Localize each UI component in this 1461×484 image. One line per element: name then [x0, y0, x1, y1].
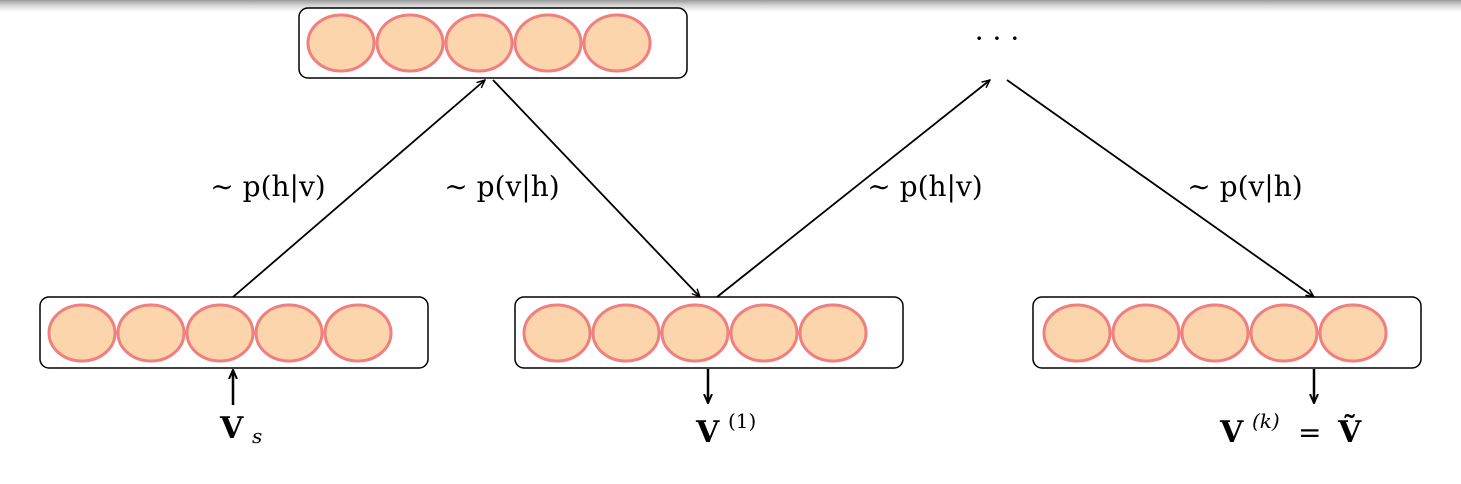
- layer-unit: [513, 13, 583, 73]
- edge-label-down-1: ∼ p(v|h): [444, 170, 559, 203]
- label-vs: V s: [219, 411, 262, 448]
- visible-layer-v1: [514, 296, 904, 369]
- edge-up-2: [716, 80, 990, 298]
- layer-unit: [375, 13, 445, 73]
- visible-layer-v1-units: [522, 303, 868, 363]
- layer-unit: [729, 303, 799, 363]
- layer-unit: [306, 13, 376, 73]
- layer-unit: [522, 303, 592, 363]
- layer-unit: [798, 303, 868, 363]
- layer-unit: [1111, 303, 1181, 363]
- layer-unit: [582, 13, 652, 73]
- layer-unit: [660, 303, 730, 363]
- layer-unit: [47, 303, 117, 363]
- edge-up-1: [232, 80, 485, 298]
- hidden-layer-1-units: [306, 13, 652, 73]
- edge-label-down-2: ∼ p(v|h): [1187, 170, 1302, 203]
- layer-unit: [444, 13, 514, 73]
- layer-unit: [1318, 303, 1388, 363]
- layer-unit: [1042, 303, 1112, 363]
- layer-unit: [591, 303, 661, 363]
- layer-unit: [116, 303, 186, 363]
- layer-unit: [323, 303, 393, 363]
- label-v1-main: V: [695, 415, 720, 450]
- label-vk-sup: (k): [1252, 409, 1280, 433]
- label-v1-sup: (1): [728, 409, 756, 433]
- label-vk-equals: =: [1298, 416, 1321, 449]
- visible-layer-vk-units: [1042, 303, 1388, 363]
- label-vs-sub: s: [252, 424, 262, 448]
- label-v1: V (1): [695, 409, 756, 450]
- edge-label-up-1: ∼ p(h|v): [210, 170, 325, 203]
- layer-unit: [1249, 303, 1319, 363]
- layer-unit: [254, 303, 324, 363]
- visible-layer-vs-units: [47, 303, 393, 363]
- edge-label-up-2: ∼ p(h|v): [867, 170, 982, 203]
- visible-layer-vs: [39, 296, 429, 369]
- layer-unit: [1180, 303, 1250, 363]
- hidden-layer-1: [298, 7, 688, 79]
- ellipsis: · · ·: [975, 22, 1020, 55]
- edge-down-1: [492, 79, 700, 297]
- edge-down-2: [1006, 79, 1314, 297]
- label-vs-main: V: [219, 411, 244, 446]
- label-v-tilde: Ṽ: [1337, 414, 1362, 450]
- layer-unit: [185, 303, 255, 363]
- label-vk-main: V: [1219, 415, 1244, 450]
- visible-layer-vk: [1032, 296, 1422, 369]
- label-vk: V (k) = Ṽ: [1219, 409, 1362, 450]
